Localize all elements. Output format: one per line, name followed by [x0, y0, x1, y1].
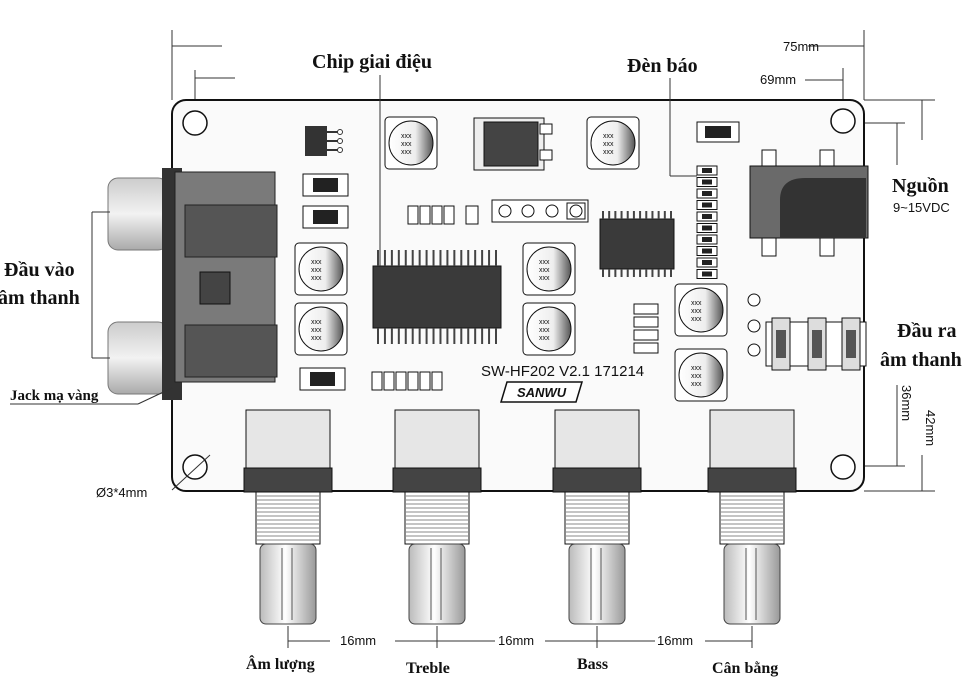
rca-input-jacks [107, 168, 278, 400]
knob-label-bass: Bass [577, 656, 608, 673]
output-label-line2: âm thanh [880, 349, 962, 371]
capacitor-marking: xxx [691, 365, 702, 372]
power-jack [749, 149, 869, 257]
transistor [305, 126, 343, 156]
hole-size-label: Ø3*4mm [96, 485, 147, 500]
spacing-label-3: 16mm [657, 633, 693, 648]
capacitor-marking: xxx [311, 319, 322, 326]
rca-jack-bottom [107, 321, 169, 395]
width-outer-label: 75mm [783, 39, 819, 54]
spacing-label-1: 16mm [340, 633, 376, 648]
resistor-column-right [633, 303, 659, 354]
capacitor-marking: xxx [539, 327, 550, 334]
jack-label: Jack mạ vàng [10, 388, 99, 404]
mounting-hole [182, 110, 208, 136]
led-indicator-column [696, 165, 718, 279]
height-inner-label: 36mm [899, 385, 914, 421]
capacitor-marking: xxx [311, 335, 322, 342]
mounting-holes [182, 108, 856, 480]
knob-label-volume: Âm lượng [246, 654, 315, 673]
capacitor-marking: xxx [691, 381, 702, 388]
dimension-lines-bottom [287, 626, 753, 648]
melody-chip [372, 250, 502, 344]
capacitor-marking: xxx [539, 319, 550, 326]
potentiometer [243, 409, 333, 625]
capacitor-marking: xxx [539, 259, 550, 266]
jack-leader-line [137, 387, 173, 405]
potentiometer [392, 409, 482, 625]
rca-housing-upper [184, 204, 278, 258]
capacitor-marking: xxx [311, 259, 322, 266]
capacitor-marking: xxx [539, 335, 550, 342]
potentiometers [243, 409, 797, 625]
model-label: SW-HF202 V2.1 171214 [481, 363, 644, 380]
smd-components [299, 121, 740, 391]
knob-label-balance: Cân bằng [712, 660, 778, 677]
chip-label: Chip giai điệu [312, 51, 432, 73]
potentiometer [552, 409, 642, 625]
capacitor-marking: xxx [691, 316, 702, 323]
rca-housing-lower [184, 324, 278, 378]
input-label-line1: Đầu vào [4, 259, 75, 281]
width-inner-label: 69mm [760, 72, 796, 87]
capacitor-marking: xxx [539, 275, 550, 282]
potentiometer [707, 409, 797, 625]
dimension-lines-top [171, 30, 865, 110]
led-label: Đèn báo [627, 55, 698, 77]
capacitors: xxxxxxxxxxxxxxxxxxxxxxxxxxxxxxxxxxxxxxxx… [294, 116, 728, 402]
power-label: Nguồn [892, 175, 949, 197]
capacitor-marking: xxx [401, 133, 412, 140]
spacing-label-2: 16mm [498, 633, 534, 648]
capacitor-marking: xxx [401, 141, 412, 148]
capacitor-marking: xxx [603, 133, 614, 140]
capacitor-marking: xxx [311, 275, 322, 282]
header-pins [491, 199, 589, 223]
output-label-line1: Đầu ra [897, 320, 956, 342]
mounting-hole [830, 454, 856, 480]
resistor-row-top [407, 205, 479, 225]
rca-jack-top [107, 177, 169, 251]
capacitor-marking: xxx [401, 149, 412, 156]
capacitor-marking: xxx [691, 308, 702, 315]
power-spec-label: 9~15VDC [893, 200, 950, 215]
hole-leader-line [171, 454, 211, 491]
mounting-hole [830, 108, 856, 134]
capacitor-marking: xxx [311, 267, 322, 274]
capacitor-marking: xxx [603, 141, 614, 148]
capacitor-marking: xxx [539, 267, 550, 274]
brand-label: SANWU [517, 385, 567, 400]
capacitor-marking: xxx [311, 327, 322, 334]
rca-center-block [199, 271, 231, 305]
input-label-line2: âm thanh [0, 287, 80, 309]
brand-logo: SANWU [499, 381, 584, 403]
voltage-regulator [473, 117, 553, 171]
height-outer-label: 42mm [923, 410, 938, 446]
capacitor-marking: xxx [691, 373, 702, 380]
output-jack [747, 293, 867, 371]
resistor-row-bottom [371, 371, 443, 391]
input-bracket [91, 211, 110, 359]
knob-label-treble: Treble [406, 660, 450, 677]
mounting-hole [182, 454, 208, 480]
secondary-chip [599, 211, 675, 277]
capacitor-marking: xxx [603, 149, 614, 156]
capacitor-marking: xxx [691, 300, 702, 307]
